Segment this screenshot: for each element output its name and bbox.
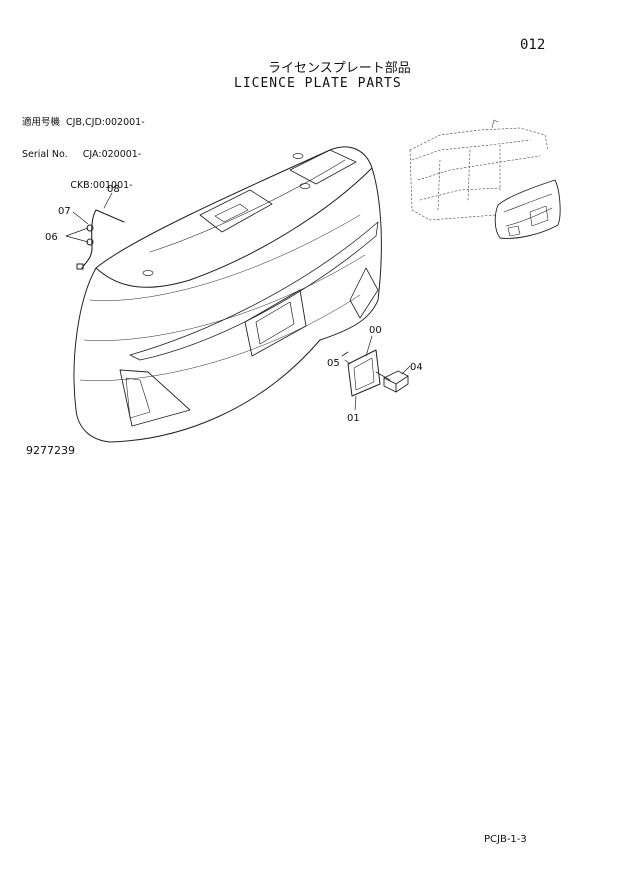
page-number: 012 (520, 37, 546, 53)
serial-line-2: Serial No. CJA:020001- (22, 148, 142, 160)
callout-08: 08 (107, 184, 120, 195)
callout-04: 04 (410, 362, 423, 373)
callout-07: 07 (58, 206, 71, 217)
serial-info: 適用号機 CJB,CJD:002001- Serial No. CJA:0200… (22, 97, 145, 202)
overview-counterweight (494, 179, 561, 239)
page-code: PCJB-1-3 (484, 834, 527, 845)
serial-line-1: 適用号機 CJB,CJD:002001- (22, 117, 145, 128)
counterweight-illustration (73, 146, 382, 443)
serial-line-3: CKB:001001- (22, 180, 133, 191)
title-english: LICENCE PLATE PARTS (234, 76, 402, 91)
callout-06: 06 (45, 232, 58, 243)
plate-lamp-parts (341, 349, 409, 397)
callout-05: 05 (327, 358, 340, 369)
harness-parts (76, 209, 125, 270)
callout-01: 01 (347, 413, 360, 424)
overview-machine (409, 119, 549, 221)
title-japanese: ライセンスプレート部品 (268, 61, 411, 76)
leader-lines (65, 192, 411, 411)
drawing-number: 9277239 (26, 444, 75, 457)
callout-00: 00 (369, 325, 382, 336)
